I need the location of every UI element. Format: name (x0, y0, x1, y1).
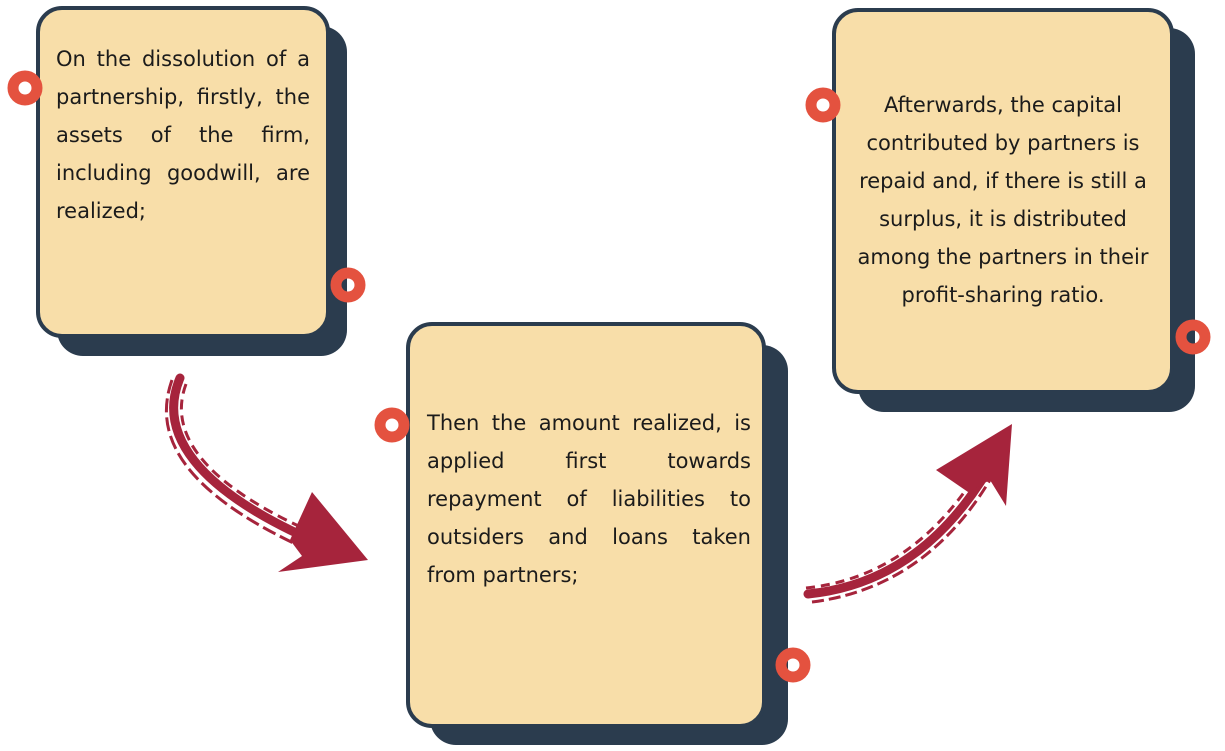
ring-connector-icon (374, 407, 410, 443)
ring-connector-icon (7, 70, 43, 106)
step-1-text: On the dissolution of a partnership, fir… (56, 47, 310, 223)
ring-connector-icon (805, 87, 841, 123)
step-card-1: On the dissolution of a partnership, fir… (36, 6, 330, 338)
ring-connector-icon (330, 267, 366, 303)
brush-arrow-icon (164, 373, 368, 572)
ring-connector-icon (775, 647, 811, 683)
step-card-3: Afterwards, the capital contributed by p… (832, 8, 1174, 394)
step-card-2: Then the amount realized, is applied fir… (406, 322, 766, 728)
step-3-text: Afterwards, the capital contributed by p… (857, 93, 1149, 307)
step-2-text: Then the amount realized, is applied fir… (427, 411, 751, 587)
ring-connector-icon (1175, 319, 1211, 355)
brush-arrow-icon (803, 424, 1012, 604)
